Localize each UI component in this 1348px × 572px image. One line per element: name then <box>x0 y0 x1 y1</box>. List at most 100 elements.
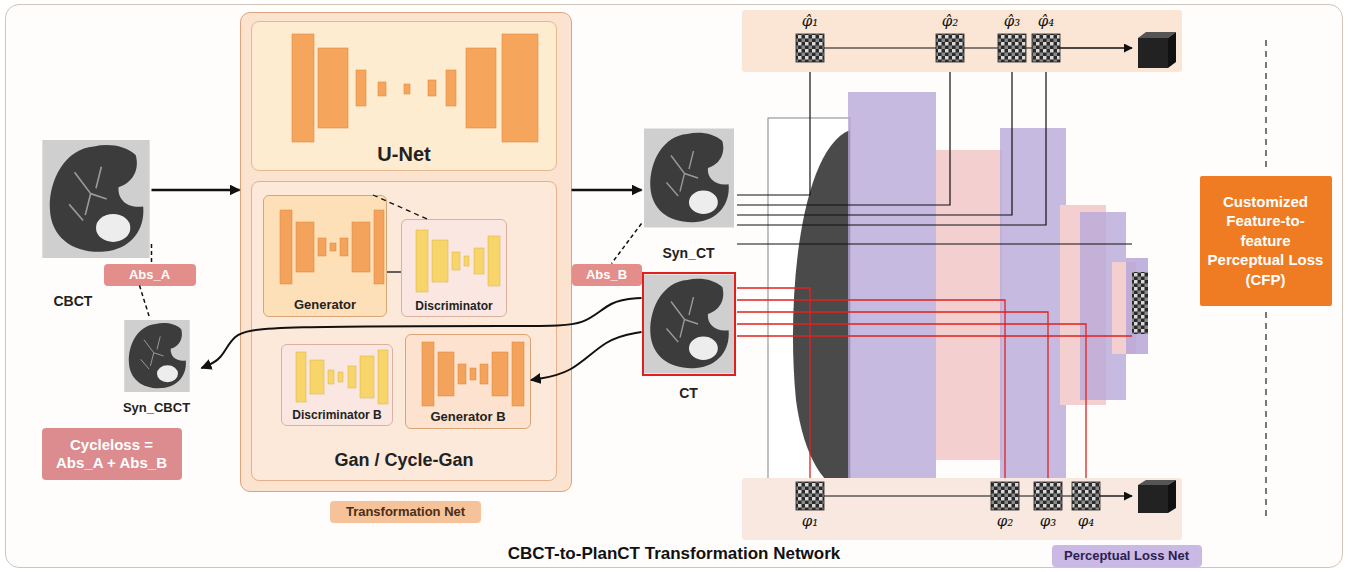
layer-plane <box>318 48 348 128</box>
node-label: Perceptual Loss Net <box>1064 548 1189 564</box>
node-label: Cycleloss = Abs_A + Abs_B <box>52 436 172 472</box>
layer-plane <box>348 366 356 388</box>
dashed-link <box>612 224 642 264</box>
feature-map <box>936 34 964 62</box>
node-label: Generator B <box>430 409 505 425</box>
ct-image <box>124 320 189 392</box>
feature-map <box>1132 272 1148 334</box>
image-highlight <box>643 273 735 375</box>
label-anchor: φ₃ <box>1040 512 1057 530</box>
feature-symbol: φ₁ <box>802 512 819 530</box>
feature-map <box>1034 482 1062 510</box>
feature-maps-top <box>796 32 1176 68</box>
layer-plane <box>318 238 326 256</box>
ct-image <box>42 140 149 258</box>
feature-symbol: φ₃ <box>1040 512 1057 530</box>
layer-plane <box>452 252 460 270</box>
layer-plane <box>280 210 292 284</box>
node-label: U-Net <box>377 142 430 166</box>
dashed-link <box>373 195 427 219</box>
feature-plane <box>936 150 1002 460</box>
label-anchor: φ̂₁ <box>802 12 819 30</box>
layer-plane <box>502 34 538 142</box>
layer-plane <box>360 356 374 398</box>
feature-cube <box>1168 480 1176 513</box>
node-label: Abs_A <box>129 267 170 283</box>
loss-formula: Cycleloss = Abs_A + Abs_B <box>42 428 182 480</box>
layer-plane <box>428 80 436 96</box>
feature-symbol: φ̂₁ <box>802 12 819 30</box>
layer-plane <box>422 342 434 406</box>
label-anchor: φ̂₂ <box>942 12 959 30</box>
label-anchor: φ₂ <box>997 512 1014 530</box>
flow-arrow <box>1100 495 1132 496</box>
feature-maps-bottom <box>796 480 1176 513</box>
node-label: Discriminator B <box>292 408 381 422</box>
layer-plane <box>416 230 428 292</box>
generator-icon <box>280 210 384 284</box>
generator-icon <box>422 342 524 406</box>
flow-arrow <box>531 332 642 380</box>
feature-symbol: φ̂₄ <box>1038 12 1055 30</box>
feature-symbol: φ̂₂ <box>942 12 959 30</box>
layer-plane <box>378 82 386 96</box>
feature-tap <box>737 62 1046 225</box>
feature-symbol: φ̂₃ <box>1004 12 1021 30</box>
feature-plane <box>1000 128 1066 478</box>
link-line <box>387 271 401 272</box>
layer-plane <box>352 222 370 272</box>
layer-plane <box>480 364 488 384</box>
link-line <box>824 495 1072 496</box>
label-anchor: φ̂₃ <box>1004 12 1021 30</box>
feature-tap <box>737 62 950 205</box>
feature-strip <box>742 10 1182 72</box>
label-anchor: φ₄ <box>1078 512 1095 530</box>
discriminator-icon <box>296 350 388 404</box>
layer-plane <box>338 372 343 382</box>
layer-plane <box>330 243 336 251</box>
feature-tap-lines <box>737 62 1132 244</box>
flow-arrow <box>202 298 642 368</box>
feature-plane <box>848 92 936 514</box>
layer-plane <box>378 350 388 404</box>
feature-tap-lines <box>737 288 1132 482</box>
feature-cube <box>1138 485 1168 513</box>
layer-plane <box>356 70 366 106</box>
feature-cube <box>1168 32 1176 68</box>
layer-plane <box>458 364 466 384</box>
layer-plane <box>296 352 306 402</box>
feature-tap <box>737 300 1005 482</box>
feature-map <box>1072 482 1100 510</box>
layer-plane <box>438 352 454 396</box>
dashed-link <box>151 244 153 264</box>
layer-plane <box>464 256 469 266</box>
ct-image <box>644 129 734 228</box>
loss-box: Customized Feature-to-feature Perceptual… <box>1200 176 1332 306</box>
layer-plane <box>470 368 476 380</box>
loss-tag: Abs_B <box>572 264 642 286</box>
layer-plane <box>492 352 508 396</box>
feature-strip <box>742 478 1182 540</box>
frame-fill <box>5 4 1343 568</box>
layer-plane <box>432 240 448 282</box>
node-label: Discriminator <box>415 299 492 313</box>
dashed-link <box>140 286 150 318</box>
section-tag: Perceptual Loss Net <box>1052 545 1202 567</box>
feature-tap <box>737 335 1132 336</box>
feature-symbol: φ₂ <box>997 512 1014 530</box>
feature-map <box>796 482 824 510</box>
feature-plane <box>1126 258 1148 354</box>
node-label: CT <box>679 385 698 402</box>
layer-plane <box>310 360 324 394</box>
feature-cube <box>1138 38 1168 68</box>
loss-tag: Abs_A <box>104 264 196 286</box>
layer-plane <box>404 84 410 94</box>
layer-plane <box>466 48 496 128</box>
feature-map <box>1032 34 1060 62</box>
node-label: Syn_CT <box>662 245 714 262</box>
layer-plane <box>374 210 384 284</box>
layer-plane <box>512 342 524 406</box>
feature-map <box>998 34 1026 62</box>
flow-arrow <box>152 189 240 192</box>
